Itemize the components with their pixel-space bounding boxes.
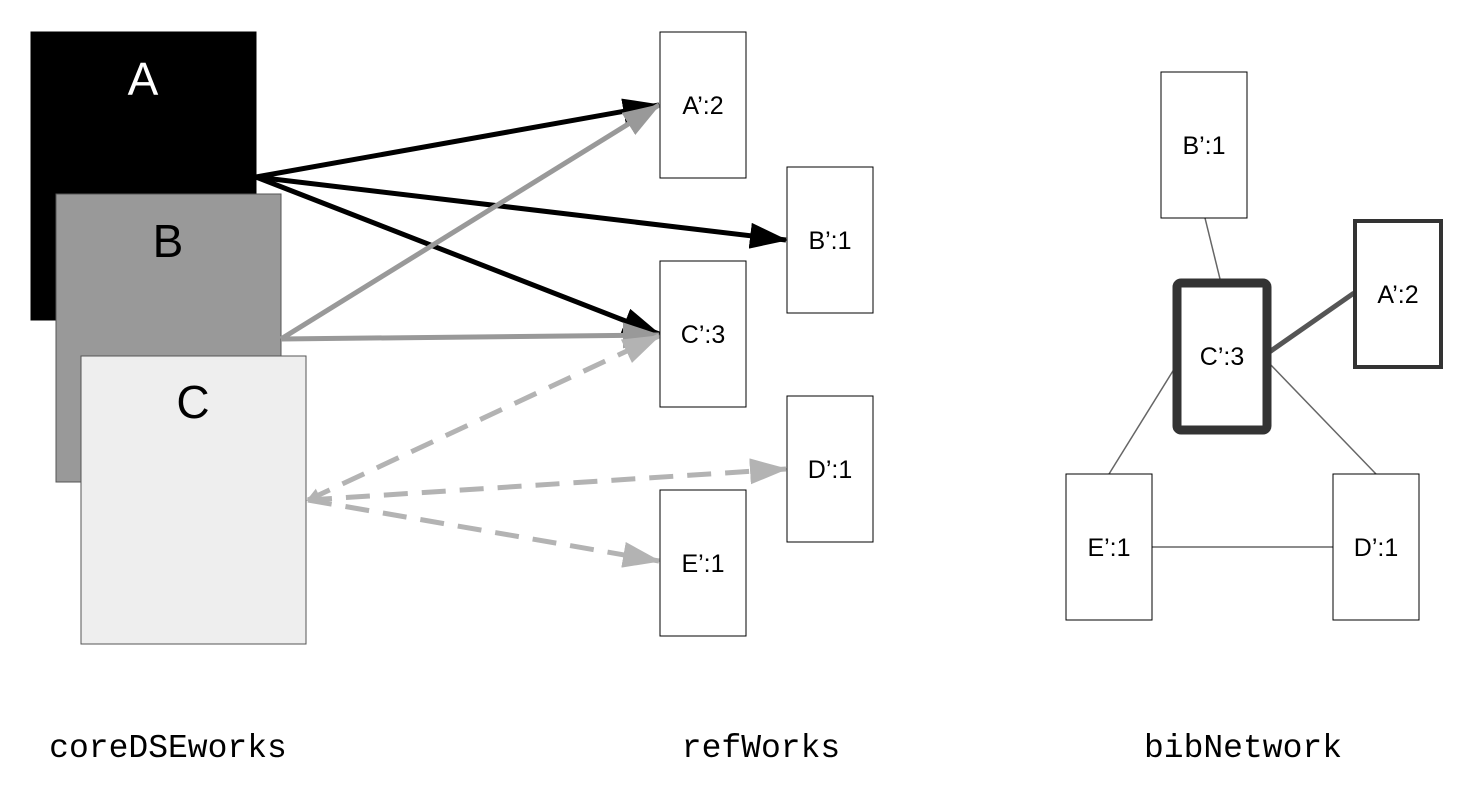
net-node-a-prime-label: A’:2 bbox=[1377, 281, 1418, 309]
core-doc-a-label: A bbox=[128, 53, 159, 105]
ref-node-c-prime: C’:3 bbox=[659, 260, 747, 408]
net-node-b-prime-box bbox=[1160, 71, 1248, 219]
citation-arrows bbox=[255, 98, 788, 568]
ref-node-d-prime-box bbox=[786, 395, 874, 543]
edge-c-d bbox=[1267, 361, 1377, 475]
ref-node-c-prime-box bbox=[659, 260, 747, 408]
arrow-a-to-b-prime bbox=[255, 174, 788, 249]
caption-network: bibNetwork bbox=[1144, 730, 1342, 767]
net-node-c-prime-box bbox=[1172, 278, 1272, 435]
network-nodes: B’:1 A’:2 C’:3 E’:1 D’:1 bbox=[1065, 71, 1443, 621]
ref-node-d-prime: D’:1 bbox=[786, 395, 874, 543]
ref-node-e-prime-label: E’:1 bbox=[681, 550, 724, 578]
ref-node-a-prime-label: A’:2 bbox=[682, 92, 723, 120]
core-doc-b-label: B bbox=[153, 215, 184, 267]
network-edges bbox=[1108, 217, 1377, 548]
ref-node-e-prime: E’:1 bbox=[659, 489, 747, 637]
core-doc-c-box bbox=[80, 355, 307, 645]
ref-node-b-prime: B’:1 bbox=[786, 166, 874, 314]
ref-node-b-prime-label: B’:1 bbox=[808, 227, 851, 255]
net-node-a-prime-box bbox=[1353, 219, 1443, 369]
captions: coreDSEworks refWorks bibNetwork bbox=[49, 730, 1342, 767]
ref-nodes: A’:2 B’:1 C’:3 D’:1 E’:1 bbox=[659, 31, 874, 637]
net-node-c-prime-hub: C’:3 bbox=[1172, 278, 1272, 435]
edge-c-e bbox=[1108, 365, 1177, 475]
arrow-b-to-c-prime bbox=[280, 322, 661, 349]
edge-c-a bbox=[1266, 290, 1356, 356]
core-doc-c-label: C bbox=[176, 376, 209, 428]
ref-node-b-prime-box bbox=[786, 166, 874, 314]
ref-node-a-prime-box bbox=[659, 31, 747, 179]
ref-node-c-prime-label: C’:3 bbox=[681, 321, 725, 349]
net-node-d-prime-label: D’:1 bbox=[1354, 534, 1398, 562]
arrow-b-to-a-prime bbox=[279, 102, 661, 342]
arrow-c-to-d-prime bbox=[307, 458, 788, 503]
ref-node-a-prime: A’:2 bbox=[659, 31, 747, 179]
net-node-b-prime: B’:1 bbox=[1160, 71, 1248, 219]
caption-refs: refWorks bbox=[682, 730, 840, 767]
core-doc-c: C bbox=[80, 355, 307, 645]
arrow-a-to-a-prime bbox=[255, 98, 661, 180]
core-docs: A B C bbox=[30, 31, 307, 645]
net-node-b-prime-label: B’:1 bbox=[1182, 132, 1225, 160]
net-node-a-prime: A’:2 bbox=[1353, 219, 1443, 369]
net-node-e-prime-label: E’:1 bbox=[1087, 534, 1130, 562]
arrow-c-to-e-prime bbox=[307, 497, 661, 568]
ref-node-d-prime-label: D’:1 bbox=[808, 456, 852, 484]
net-node-e-prime: E’:1 bbox=[1065, 473, 1153, 621]
caption-core: coreDSEworks bbox=[49, 730, 287, 767]
arrow-c-to-c-prime bbox=[306, 333, 661, 503]
edge-b-c bbox=[1204, 217, 1222, 284]
net-node-e-prime-box bbox=[1065, 473, 1153, 621]
net-node-d-prime: D’:1 bbox=[1332, 473, 1420, 621]
net-node-d-prime-box bbox=[1332, 473, 1420, 621]
ref-node-e-prime-box bbox=[659, 489, 747, 637]
arrow-a-to-c-prime bbox=[255, 174, 661, 337]
net-node-c-prime-label: C’:3 bbox=[1200, 343, 1244, 371]
